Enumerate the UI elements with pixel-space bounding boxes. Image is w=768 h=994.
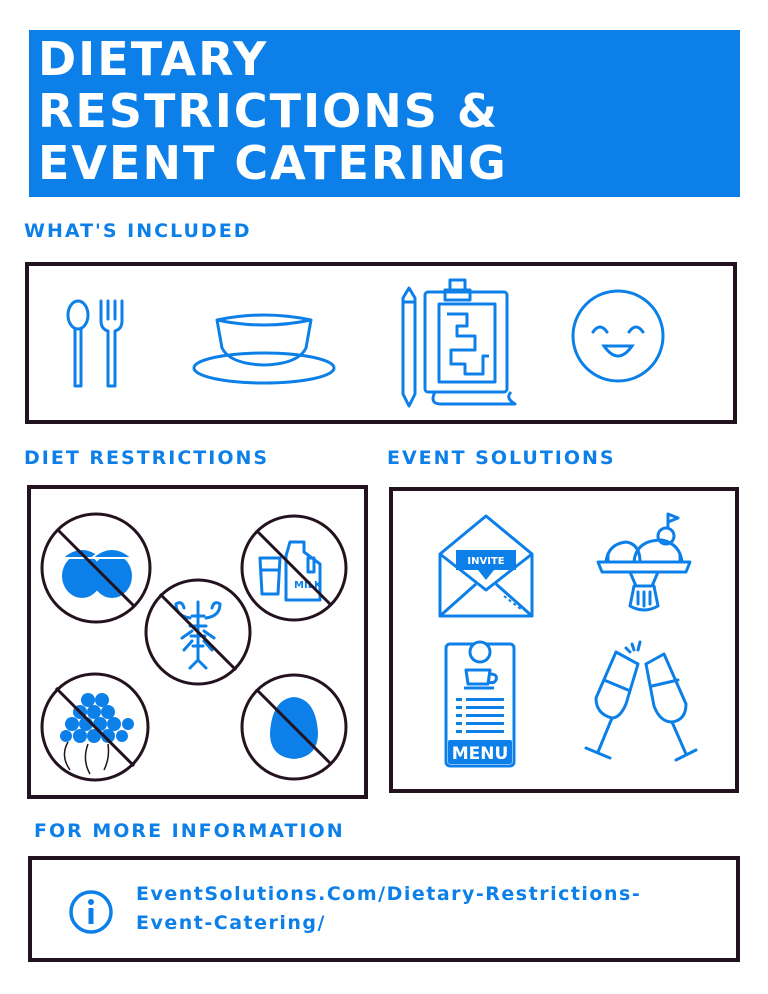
heading-more-information: FOR MORE INFORMATION bbox=[34, 820, 345, 842]
info-url[interactable]: EventSolutions.Com/Dietary-Restrictions-… bbox=[136, 880, 641, 938]
invite-label: INVITE bbox=[467, 556, 504, 567]
cutlery-icon bbox=[66, 299, 124, 388]
milk-label: MILK bbox=[294, 580, 323, 591]
menu-icon: MENU bbox=[444, 640, 516, 768]
menu-label: MENU bbox=[452, 744, 509, 764]
invitation-icon: INVITE bbox=[438, 514, 534, 618]
no-dairy-icon: MILK bbox=[240, 514, 348, 622]
heading-event-solutions: EVENT SOLUTIONS bbox=[387, 447, 616, 469]
clipboard-plan-icon bbox=[401, 278, 517, 408]
info-panel bbox=[28, 856, 740, 962]
included-panel bbox=[25, 262, 737, 424]
title-line-3: EVENT CATERING bbox=[38, 136, 508, 190]
catering-tray-icon bbox=[596, 512, 692, 612]
no-nuts-icon bbox=[40, 512, 152, 624]
champagne-toast-icon bbox=[584, 640, 698, 762]
info-url-line-2[interactable]: Event-Catering/ bbox=[136, 912, 326, 934]
no-egg-icon bbox=[240, 673, 348, 781]
no-fish-roe-icon bbox=[40, 672, 150, 782]
title-banner: DIETARY RESTRICTIONS & EVENT CATERING bbox=[29, 30, 740, 197]
heading-diet-restrictions: DIET RESTRICTIONS bbox=[24, 447, 270, 469]
info-url-line-1[interactable]: EventSolutions.Com/Dietary-Restrictions- bbox=[136, 883, 642, 905]
smiley-icon bbox=[571, 289, 665, 383]
title-line-2: RESTRICTIONS & bbox=[38, 84, 500, 138]
bowl-icon bbox=[192, 313, 336, 385]
title-line-1: DIETARY bbox=[38, 32, 269, 86]
heading-whats-included: WHAT'S INCLUDED bbox=[24, 220, 252, 242]
no-shellfish-icon bbox=[144, 578, 252, 686]
info-icon bbox=[69, 890, 113, 934]
